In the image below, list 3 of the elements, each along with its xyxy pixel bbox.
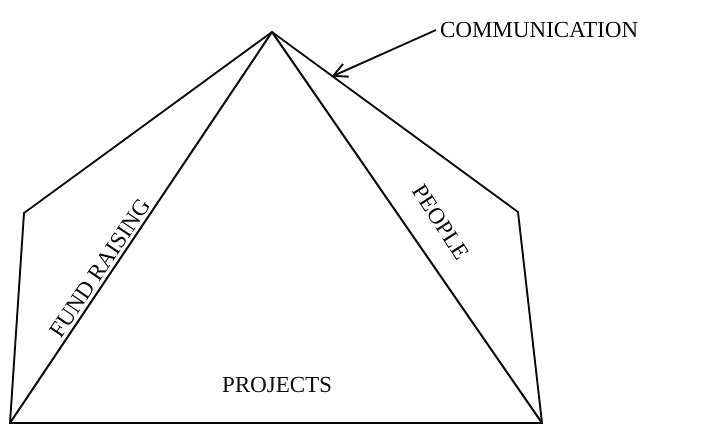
arrow — [332, 29, 436, 78]
face-label: PROJECTS — [222, 372, 332, 398]
callout-label: COMMUNICATION — [440, 14, 638, 46]
